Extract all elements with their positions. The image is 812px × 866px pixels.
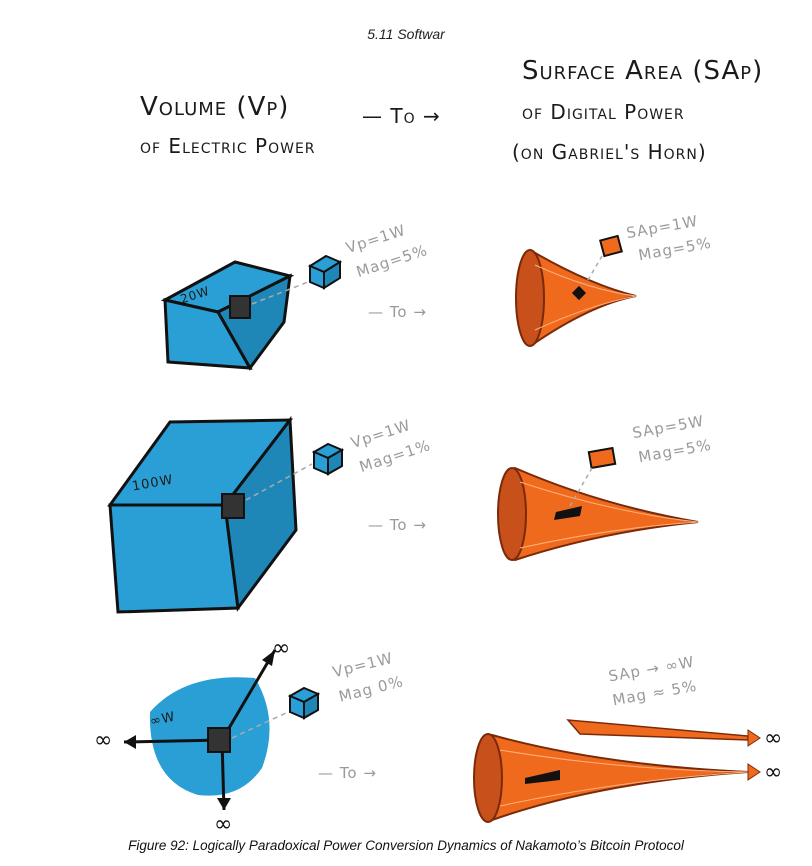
unit-square-1 (599, 234, 623, 258)
to-label-1: — To → (368, 303, 427, 321)
section-header: 5.11 Softwar (367, 26, 445, 42)
title-digital-power: of Digital Power (522, 100, 685, 124)
infinity-horn-top: ∞ (764, 726, 783, 751)
title-volume: Volume (Vp) (140, 92, 290, 122)
horn-3 (473, 733, 761, 823)
cube-20w (160, 260, 295, 371)
horn-2 (497, 466, 699, 562)
unit-cube-2 (311, 442, 345, 476)
infinity-up: ∞ (272, 636, 291, 661)
figure-caption: Figure 92: Logically Paradoxical Power C… (128, 838, 684, 853)
horn-1 (515, 248, 637, 347)
unit-cube-1 (307, 254, 343, 290)
to-label-3: — To → (318, 764, 377, 782)
unit-square-2 (587, 446, 617, 470)
flat-square-3 (566, 719, 761, 747)
title-electric-power: of Electric Power (140, 134, 316, 158)
infinity-down: ∞ (214, 812, 233, 837)
to-label-2: — To → (368, 516, 427, 534)
infinite-blob (123, 649, 277, 811)
infinity-horn-bottom: ∞ (764, 760, 783, 785)
infinity-left: ∞ (94, 728, 113, 753)
title-to-arrow: — To → (362, 104, 441, 128)
title-gabriels-horn: (on Gabriel's Horn) (512, 140, 707, 164)
unit-cube-3 (287, 686, 321, 720)
title-surface-area: Surface Area (SAp) (522, 56, 764, 86)
cube-100w (107, 415, 298, 614)
